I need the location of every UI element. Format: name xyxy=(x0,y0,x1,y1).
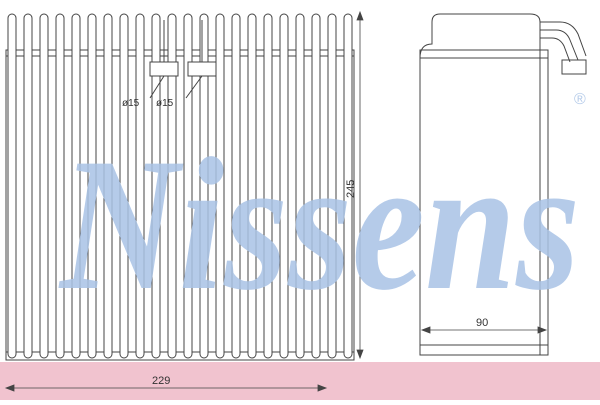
front-view-frame xyxy=(5,49,355,361)
depth-arrow-left xyxy=(420,326,431,334)
evaporator-tube xyxy=(343,13,353,359)
pipe-a-leader xyxy=(149,75,165,99)
side-view-pipe-upper xyxy=(540,21,587,57)
pipe-b-diameter-label: ø15 xyxy=(156,98,174,109)
height-arrow-top xyxy=(356,10,364,21)
evaporator-tube xyxy=(119,13,129,359)
evaporator-tube xyxy=(135,13,145,359)
evaporator-tube xyxy=(279,13,289,359)
side-view-pipe-lower xyxy=(540,29,579,61)
evaporator-tube xyxy=(295,13,305,359)
depth-arrow-right xyxy=(537,326,548,334)
evaporator-tube xyxy=(311,13,321,359)
pipe-fitting-a xyxy=(149,61,179,77)
width-dimension xyxy=(4,384,328,392)
height-arrow-bottom xyxy=(356,349,364,360)
evaporator-tube xyxy=(247,13,257,359)
pipe-b-leader xyxy=(185,75,203,99)
evaporator-tube xyxy=(23,13,33,359)
evaporator-tube xyxy=(183,13,193,359)
pipe-fittings xyxy=(149,20,217,99)
brand-watermark: Nissens ® xyxy=(58,91,586,330)
bottom-band xyxy=(0,362,600,400)
side-view-pipe-flange xyxy=(561,59,587,75)
width-dimension-label: 229 xyxy=(152,375,170,387)
evaporator-tube xyxy=(55,13,65,359)
evaporator-tube xyxy=(103,13,113,359)
depth-dimension xyxy=(420,326,548,334)
evaporator-tubes xyxy=(7,13,353,359)
width-arrow-left xyxy=(4,384,15,392)
evaporator-tube xyxy=(167,13,177,359)
evaporator-tube xyxy=(151,13,161,359)
width-arrow-right xyxy=(317,384,328,392)
evaporator-tube xyxy=(199,13,209,359)
evaporator-tube xyxy=(7,13,17,359)
evaporator-tube xyxy=(263,13,273,359)
pipe-fitting-b xyxy=(187,61,217,77)
height-dimension xyxy=(356,10,364,360)
height-dimension-label: 245 xyxy=(345,180,357,198)
evaporator-tube xyxy=(327,13,337,359)
evaporator-tube xyxy=(71,13,81,359)
side-view-body xyxy=(419,13,541,356)
side-view-core xyxy=(419,49,549,356)
evaporator-tube xyxy=(87,13,97,359)
brand-watermark-text: Nissens xyxy=(58,120,580,330)
depth-dimension-label: 90 xyxy=(476,317,488,329)
side-view-pipe-mid xyxy=(540,37,571,63)
evaporator-tube xyxy=(39,13,49,359)
evaporator-tube xyxy=(231,13,241,359)
registered-mark: ® xyxy=(574,91,586,108)
front-view-labels: ø15 ø15 xyxy=(122,98,174,109)
pipe-a-diameter-label: ø15 xyxy=(122,98,140,109)
evaporator-tube xyxy=(215,13,225,359)
front-view xyxy=(5,13,355,361)
side-view xyxy=(419,13,587,356)
